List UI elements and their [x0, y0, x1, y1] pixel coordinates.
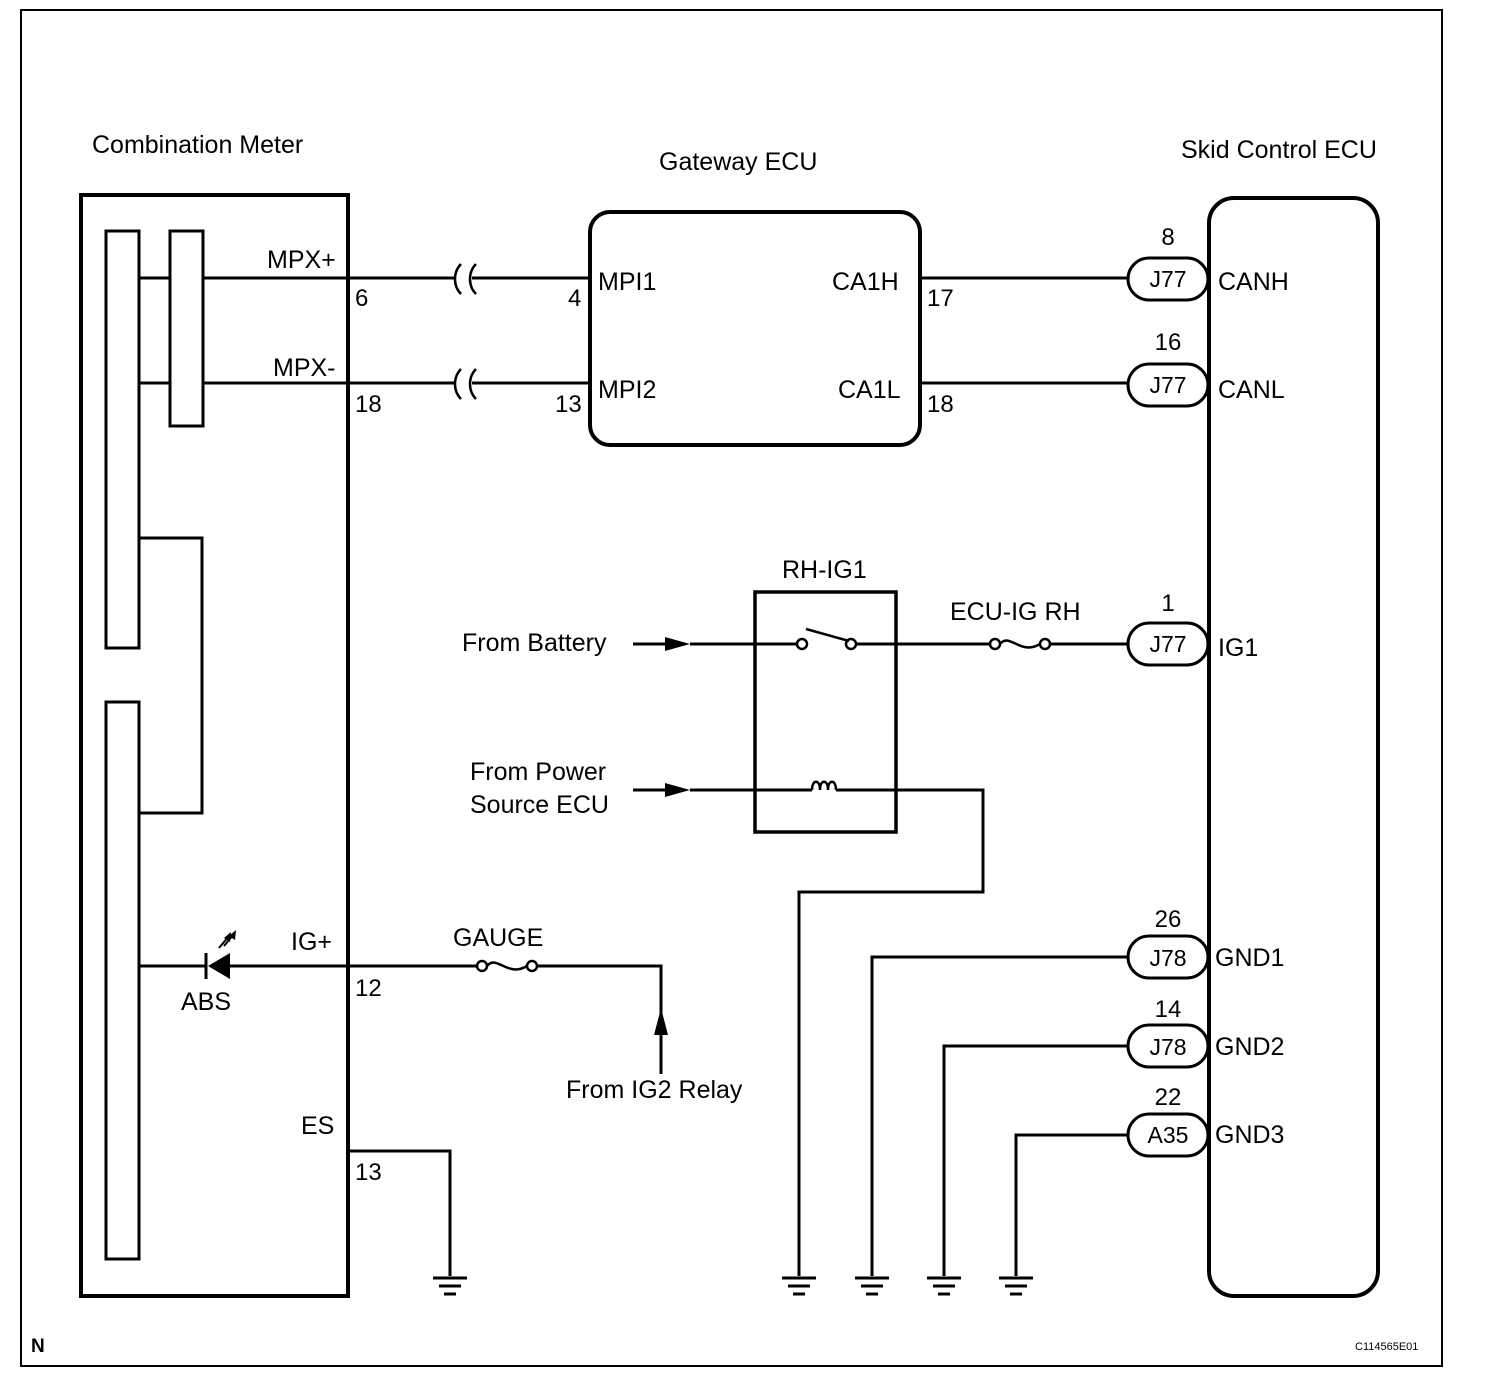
ecu-ig-rh-fuse-label: ECU-IG RH [950, 598, 1081, 626]
from-battery-label: From Battery [462, 629, 607, 657]
ground-icon-gnd2 [927, 1276, 961, 1296]
meter-internal-circuit [104, 229, 205, 1261]
ig2-arrow-icon [654, 1008, 668, 1035]
meter-pin-num-12: 12 [355, 975, 382, 1002]
gateway-ecu-title: Gateway ECU [659, 148, 817, 176]
ground-icon-es [433, 1276, 467, 1296]
gnd3-wire [1014, 1133, 1128, 1276]
skid-pin-num-22: 22 [1155, 1084, 1182, 1111]
combination-meter-title: Combination Meter [92, 131, 303, 159]
skid-pin-num-8: 8 [1161, 224, 1174, 251]
skid-pin-gnd2: GND2 [1215, 1033, 1284, 1061]
ig2-wire-top [537, 964, 663, 1035]
gateway-pin-num-18: 18 [927, 391, 954, 418]
power-arrow-icon [665, 783, 690, 797]
relay-title: RH-IG1 [782, 556, 867, 584]
meter-pin-mpx-minus: MPX- [273, 354, 336, 382]
skid-control-ecu-title: Skid Control ECU [1181, 136, 1377, 164]
gateway-pin-num-17: 17 [927, 285, 954, 312]
meter-pin-num-6: 6 [355, 285, 368, 312]
gateway-pin-ca1h: CA1H [832, 268, 899, 296]
mpx-plus-wire [203, 263, 590, 295]
meter-pin-num-13: 13 [355, 1159, 382, 1186]
gateway-pin-mpi2: MPI2 [598, 376, 656, 404]
skid-pin-canh: CANH [1218, 268, 1289, 296]
mpx-minus-wire [203, 368, 590, 400]
connector-label-gnd1: J78 [1149, 945, 1186, 971]
abs-label: ABS [181, 988, 231, 1016]
gauge-fuse-icon [475, 959, 539, 973]
combination-meter-box [79, 193, 350, 1298]
meter-pin-num-18: 18 [355, 391, 382, 418]
gateway-pin-num-4: 4 [568, 285, 581, 312]
from-power-label-line2: Source ECU [470, 791, 609, 819]
gnd2-wire [942, 1044, 1128, 1276]
battery-arrow-icon [665, 637, 690, 651]
connector-label-ig1: J77 [1149, 631, 1186, 657]
gateway-pin-ca1l: CA1L [838, 376, 901, 404]
abs-warning-led-icon [204, 930, 236, 979]
relay-coil-ground-wire [797, 788, 985, 1276]
connector-j77-canh [1126, 256, 1210, 302]
relay-switch-icon [795, 627, 858, 651]
corner-mark: N [31, 1336, 45, 1357]
skid-pin-num-14: 14 [1155, 996, 1182, 1023]
connector-label-gnd2: J78 [1149, 1034, 1186, 1060]
skid-control-ecu-box [1207, 196, 1380, 1298]
ecu-ig-rh-fuse-icon [988, 637, 1052, 651]
skid-pin-canl: CANL [1218, 376, 1285, 404]
connector-label-gnd3: A35 [1148, 1122, 1189, 1148]
connector-label-canh: J77 [1149, 266, 1186, 292]
relay-coil-icon [810, 780, 838, 791]
skid-pin-ig1: IG1 [1218, 634, 1258, 662]
skid-pin-num-26: 26 [1155, 906, 1182, 933]
from-power-label-line1: From Power [470, 758, 606, 786]
skid-pin-num-1: 1 [1161, 590, 1174, 617]
meter-pin-mpx-plus: MPX+ [267, 246, 336, 274]
from-ig2-relay-label: From IG2 Relay [566, 1076, 743, 1104]
meter-pin-ig-plus: IG+ [291, 928, 332, 956]
relay-box [753, 590, 898, 834]
skid-pin-gnd3: GND3 [1215, 1121, 1284, 1149]
ground-icon-relay [782, 1276, 816, 1296]
skid-pin-num-16: 16 [1155, 329, 1182, 356]
ground-icon-gnd3 [999, 1276, 1033, 1296]
diagram-frame [20, 9, 1443, 1367]
skid-pin-gnd1: GND1 [1215, 944, 1284, 972]
connector-label-canl: J77 [1149, 372, 1186, 398]
connector-j77-canl [1126, 362, 1210, 408]
figure-code: C114565E01 [1355, 1341, 1418, 1353]
meter-pin-es: ES [301, 1112, 334, 1140]
es-ground-wire [348, 1149, 452, 1276]
gnd1-wire [870, 955, 1128, 1276]
ground-icon-gnd1 [855, 1276, 889, 1296]
gateway-ecu-box [588, 210, 922, 447]
gateway-pin-num-13: 13 [555, 391, 582, 418]
gateway-pin-mpi1: MPI1 [598, 268, 656, 296]
gauge-fuse-label: GAUGE [453, 924, 543, 952]
